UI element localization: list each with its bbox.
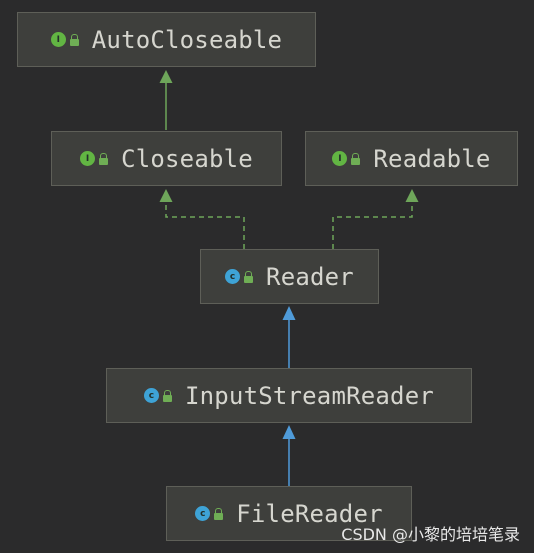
watermark: CSDN @小黎的培培笔录 <box>341 525 520 544</box>
edge-reader-to-closeable <box>159 189 245 249</box>
node-readable[interactable]: I Readable <box>305 131 518 186</box>
interface-icon: I <box>80 151 96 166</box>
edge-reader-to-readable <box>332 189 419 249</box>
node-inputstreamreader[interactable]: c InputStreamReader <box>106 368 472 423</box>
edge-filereader-to-inputstreamreader <box>282 425 296 486</box>
node-reader[interactable]: c Reader <box>200 249 379 304</box>
node-label: Reader <box>266 262 354 291</box>
node-label: AutoCloseable <box>91 25 283 54</box>
node-label: FileReader <box>236 499 383 528</box>
node-filereader[interactable]: c FileReader <box>166 486 412 541</box>
node-autocloseable[interactable]: I AutoCloseable <box>17 12 316 67</box>
lock-icon <box>243 270 254 283</box>
interface-icon: I <box>332 151 348 166</box>
interface-icon: I <box>50 32 66 47</box>
lock-icon <box>213 507 224 520</box>
class-icon: c <box>225 269 241 284</box>
edge-inputstreamreader-to-reader <box>282 306 296 368</box>
class-icon: c <box>143 388 159 403</box>
class-icon: c <box>195 506 211 521</box>
node-label: Closeable <box>121 144 253 173</box>
lock-icon <box>350 152 361 165</box>
lock-icon <box>162 389 173 402</box>
node-closeable[interactable]: I Closeable <box>51 131 282 186</box>
node-label: Readable <box>373 144 491 173</box>
lock-icon <box>69 33 80 46</box>
lock-icon <box>98 152 109 165</box>
node-label: InputStreamReader <box>184 381 435 410</box>
edge-closeable-to-autocloseable <box>159 70 173 130</box>
